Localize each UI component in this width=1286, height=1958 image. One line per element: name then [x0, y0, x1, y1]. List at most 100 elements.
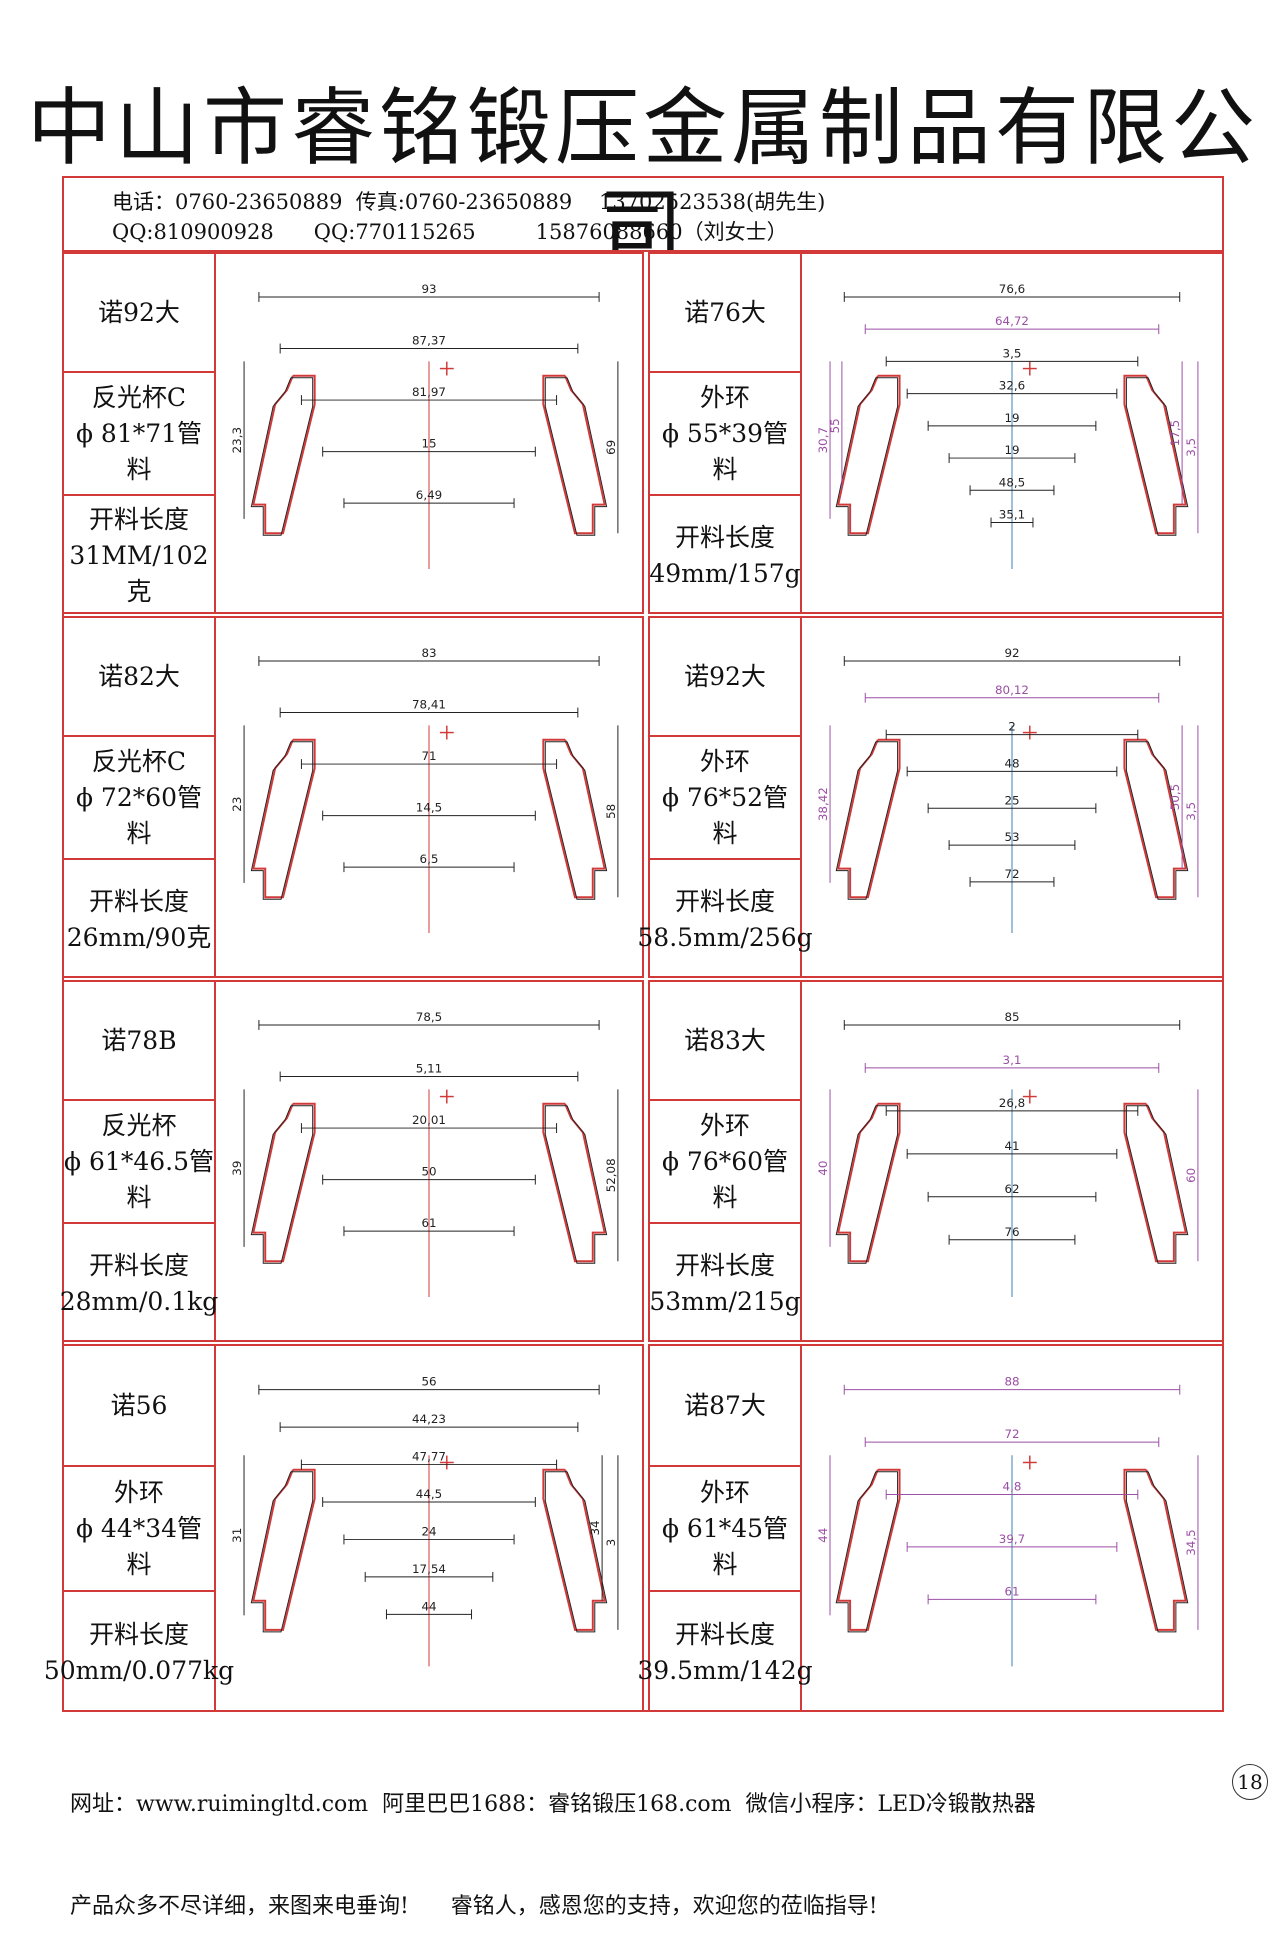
dimension-label: 71 [421, 749, 436, 763]
product-name: 诺83大 [684, 1025, 766, 1055]
section-profile [250, 741, 314, 900]
product-name-box: 诺76大 [650, 254, 800, 373]
dimension-label: 24 [421, 1524, 436, 1538]
cut-length-value: 26mm/90克 [66, 923, 212, 952]
product-type: 外环 [699, 1110, 750, 1140]
drawing-svg: 78,5 5,11 20,01 50 61 52,08 39 [230, 1010, 619, 1298]
cut-length-label: 开料长度 [88, 505, 189, 534]
dimension-label: 80,12 [995, 683, 1029, 697]
product-name: 诺82大 [98, 661, 180, 691]
product-tube: ϕ 44*34管料 [75, 1513, 203, 1579]
section-profile [835, 377, 899, 536]
product-type: 反光杯 [101, 1110, 177, 1140]
product-name-box: 诺87大 [650, 1346, 800, 1467]
product-tube: ϕ 72*60管料 [75, 782, 203, 848]
product-tube: ϕ 76*52管料 [661, 782, 789, 848]
dimension-label: 23,3 [230, 427, 244, 453]
product-name-box: 诺92大 [650, 618, 800, 737]
cut-length-label: 开料长度 [674, 887, 775, 916]
dimension-label: 3,5 [1184, 438, 1198, 457]
dimension-label: 52,08 [604, 1158, 618, 1192]
dimension-label: 35,1 [999, 508, 1025, 522]
dimension-label: 83 [421, 646, 436, 660]
footer-line-1: 网址：www.ruimingltd.com 阿里巴巴1688：睿铭锻压168.c… [70, 1792, 1036, 1817]
contact-line-2: QQ:810900928 QQ:770115265 15876088660（刘女… [112, 220, 788, 244]
dimension-label: 20,01 [412, 1113, 446, 1127]
cut-length-label: 开料长度 [674, 1620, 775, 1649]
contact-block: 电话：0760-23650889 传真:0760-23650889 137025… [62, 176, 1224, 252]
product-name-box: 诺92大 [64, 254, 214, 373]
cut-length-value: 31MM/102克 [69, 541, 209, 606]
product-tube: ϕ 76*60管料 [661, 1146, 789, 1212]
cut-length-label: 开料长度 [674, 1251, 775, 1280]
cut-length-value: 39.5mm/142g [637, 1656, 813, 1685]
cut-length-box: 开料长度 31MM/102克 [64, 496, 214, 616]
footer-line-2: 产品众多不尽详细，来图来电垂询! 睿铭人，感恩您的支持，欢迎您的莅临指导! [70, 1894, 878, 1919]
section-profile [544, 377, 608, 536]
cut-length-label: 开料长度 [674, 523, 775, 552]
dimension-label: 39 [230, 1161, 244, 1176]
product-name-box: 诺78B [64, 982, 214, 1101]
dimension-label: 93 [421, 282, 436, 296]
dimension-label: 5,11 [416, 1062, 442, 1076]
dimension-label: 23 [230, 797, 244, 812]
dimension-label: 50 [421, 1165, 436, 1179]
dimension-label: 19 [1004, 411, 1019, 425]
dimension-label: 25 [1004, 793, 1019, 807]
section-profile [1125, 1105, 1189, 1264]
section-profile [835, 1105, 899, 1264]
section-profile [544, 1105, 608, 1264]
dimension-label: 92 [1004, 646, 1019, 660]
dimension-label: 3 [604, 1539, 618, 1547]
dimension-label: 88 [1004, 1375, 1019, 1389]
cut-length-box: 开料长度 58.5mm/256g [637, 860, 812, 980]
dimension-label: 72 [1004, 867, 1019, 881]
dimension-label: 61 [421, 1216, 436, 1230]
dimension-label: 44,23 [412, 1412, 446, 1426]
product-tube: ϕ 61*46.5管料 [64, 1146, 214, 1212]
dimension-label: 15 [421, 437, 436, 451]
company-title: 中山市睿铭锻压金属制品有限公司 [26, 79, 1259, 277]
cut-length-label: 开料长度 [88, 887, 189, 916]
dimension-label: 78,5 [416, 1010, 442, 1024]
dimension-label: 31 [230, 1528, 244, 1543]
section-profile [544, 741, 608, 900]
product-name-box: 诺56 [64, 1346, 214, 1467]
dimension-label: 14,5 [416, 801, 442, 815]
cut-length-value: 58.5mm/256g [637, 923, 813, 952]
product-name-box: 诺82大 [64, 618, 214, 737]
dimension-label: 4,8 [1003, 1480, 1022, 1494]
page-number: 18 [1232, 1764, 1268, 1800]
dimension-label: 19 [1004, 443, 1019, 457]
section-profile [1125, 1471, 1189, 1633]
dimension-label: 6,5 [420, 852, 439, 866]
product-tube: ϕ 81*71管料 [75, 418, 203, 484]
section-profile [250, 377, 314, 536]
dimension-label: 17,54 [412, 1562, 446, 1576]
contact-line-1: 电话：0760-23650889 传真:0760-23650889 137025… [112, 190, 826, 214]
cut-length-box: 开料长度 26mm/90克 [64, 860, 214, 980]
product-tube: ϕ 61*45管料 [661, 1513, 789, 1579]
product-type-box: 反光杯 ϕ 61*46.5管料 [64, 1101, 214, 1224]
